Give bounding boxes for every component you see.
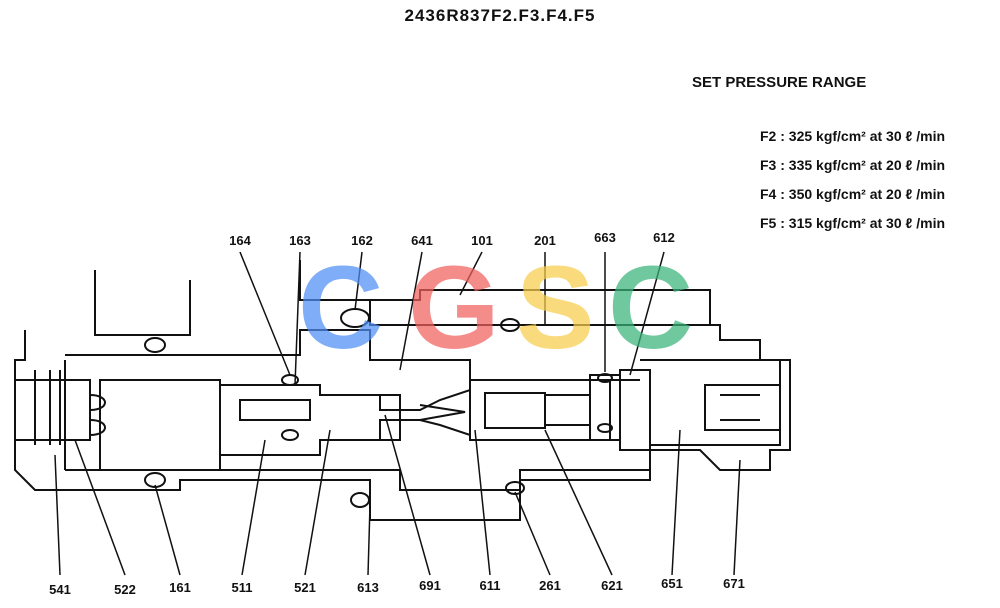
watermark-letter-s: S [516, 242, 595, 374]
set-pressure-list: F2 : 325 kgf/cm² at 30 ℓ /min F3 : 335 k… [760, 122, 945, 238]
leader-612 [629, 251, 665, 376]
leader-162 [354, 251, 363, 311]
pressure-line-f3: F3 : 335 kgf/cm² at 20 ℓ /min [760, 157, 946, 173]
part-label-bottom-9: 621 [601, 578, 623, 593]
watermark-letter-c2: C [608, 242, 693, 374]
leader-641 [399, 251, 423, 371]
part-label-bottom-11: 671 [723, 576, 745, 591]
part-label-bottom-5: 613 [357, 580, 379, 595]
part-label-top-2: 162 [351, 233, 373, 248]
part-label-top-4: 101 [471, 233, 493, 248]
watermark-letter-g: G [408, 242, 500, 374]
part-label-bottom-8: 261 [539, 578, 561, 593]
part-label-top-5: 201 [534, 233, 556, 248]
leader-163 [294, 251, 301, 386]
leader-541 [54, 454, 61, 576]
watermark-letter-c1: C [298, 242, 383, 374]
part-label-bottom-0: 541 [49, 582, 71, 597]
pressure-line-f2: F2 : 325 kgf/cm² at 30 ℓ /min [760, 128, 946, 144]
part-label-top-6: 663 [594, 230, 616, 245]
part-label-bottom-2: 161 [169, 580, 191, 595]
part-label-bottom-6: 691 [419, 578, 441, 593]
leader-521 [304, 429, 331, 576]
watermark-logo: C G S C [298, 242, 693, 374]
part-label-top-0: 164 [229, 233, 251, 248]
part-label-bottom-1: 522 [114, 582, 136, 597]
leader-651 [671, 429, 681, 576]
part-label-bottom-4: 521 [294, 580, 316, 595]
leader-161 [154, 484, 181, 576]
part-label-bottom-7: 611 [479, 578, 501, 593]
part-label-top-3: 641 [411, 233, 433, 248]
leader-164 [239, 251, 291, 376]
leader-613 [367, 504, 371, 576]
housing-outline [14, 260, 791, 521]
pressure-line-f4: F4 : 350 kgf/cm² at 20 ℓ /min [760, 186, 946, 202]
leader-611 [474, 429, 491, 576]
leader-621 [544, 429, 613, 576]
pressure-line-f5: F5 : 315 kgf/cm² at 30 ℓ /min [760, 215, 946, 231]
set-pressure-heading: SET PRESSURE RANGE [692, 74, 867, 91]
leader-671 [733, 459, 741, 576]
leader-101 [459, 251, 483, 296]
part-label-bottom-3: 511 [231, 580, 253, 595]
leader-691 [384, 414, 431, 576]
leader-522 [74, 439, 126, 576]
leader-511 [241, 439, 266, 576]
drawing-title: 2436R837F2.F3.F4.F5 [404, 6, 596, 25]
leader-261 [514, 491, 551, 576]
part-label-top-1: 163 [289, 233, 311, 248]
part-label-top-7: 612 [653, 230, 675, 245]
part-label-bottom-10: 651 [661, 576, 683, 591]
